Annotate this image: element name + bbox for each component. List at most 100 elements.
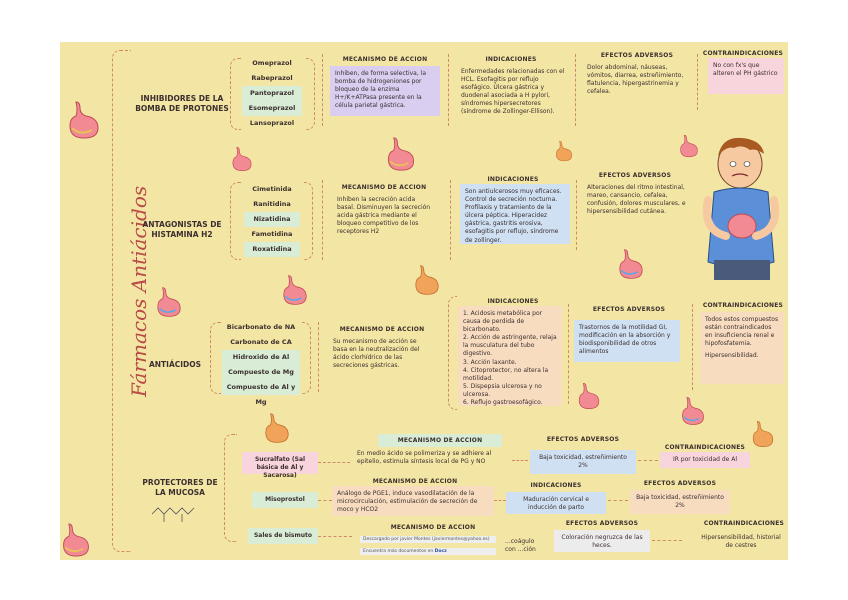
drug-item: Carbonato de CA <box>230 338 292 346</box>
ibp-title: INHIBIDORES DE LA BOMBA DE PROTONES <box>135 94 229 113</box>
indicacion-item: 2. Acción de astringente, relaja la musc… <box>463 334 557 358</box>
download-credit-line2: Encuentra más documentos en Docz <box>360 548 496 555</box>
ibp-contra-box: No con fx's que alteren el PH gástrico <box>708 58 784 94</box>
h2-efectos-box: Alteraciones del ritmo intestinal, mareo… <box>587 184 686 216</box>
drug-item: Bicarbonato de NA <box>226 323 296 331</box>
drug-item: Roxatidina <box>244 242 300 257</box>
h2-title: ANTAGONISTAS DE HISTAMINA H2 <box>142 220 222 239</box>
antiacidos-drugs-brace <box>210 322 221 394</box>
divider <box>318 322 319 392</box>
credit-line2: Encuentra más documentos en <box>363 549 434 554</box>
h2-indicaciones-box: Son antiulcerosos muy eficaces. Control … <box>460 184 570 244</box>
protectores-title: PROTECTORES DE LA MUCOSA <box>142 478 218 497</box>
drug-item: Cimetinida <box>252 185 292 193</box>
antiacidos-contra-box: Todos estos compuestos están contraindic… <box>700 312 784 384</box>
divider <box>568 304 569 404</box>
misoprostol-efectos-box: Baja toxicidad, estreñimiento 2% <box>630 490 730 514</box>
protectores-brace <box>224 434 237 542</box>
divider <box>450 180 451 260</box>
contra-text: Todos estos compuestos están contraindic… <box>705 316 779 348</box>
stomach-icon <box>682 397 704 425</box>
h2-drugs-brace-right <box>304 182 313 260</box>
misoprostol-indicaciones-box: Maduración cervical e inducción de parto <box>506 492 606 514</box>
antiacidos-indicaciones-box: 1. Acidosis metabólica por causa de perd… <box>458 306 562 406</box>
misoprostol-mecanismo-box: Análogo de PGE1, induce vasodilatación d… <box>332 486 494 516</box>
stomach-icon <box>283 275 307 305</box>
indicacion-item: 5. Dispepsia ulcerosa y no ulcerosa. <box>463 382 542 398</box>
ibp-mecanismo-box: Inhiben, de forma selectiva, la bomba de… <box>330 66 440 116</box>
antiacidos-ind-brace <box>448 296 457 410</box>
bismuto-mecanismo-header: MECANISMO DE ACCION <box>390 524 476 531</box>
sucralfato-contra-header: CONTRAINDICACIONES <box>664 444 746 451</box>
misoprostol-mecanismo-header: MECANISMO DE ACCION <box>372 478 458 485</box>
bismuto-mecanismo-box: ...coágulo con ...ción <box>505 538 536 554</box>
drug-item: Hidroxido de Al <box>222 350 300 365</box>
stomach-icon <box>157 287 181 317</box>
sucralfato-drug: Sucralfato (Sal básica de Al y Sacarosa) <box>242 452 318 479</box>
antiacidos-title: ANTIÁCIDOS <box>148 360 202 369</box>
indicacion-item: 6. Reflujo gastroesofágico. <box>463 399 543 407</box>
ibp-contra-header: CONTRAINDICACIONES <box>702 50 784 57</box>
drug-item: Rabeprazol <box>251 74 293 82</box>
connector <box>652 540 682 541</box>
credit-line1: Descargado por javier Montes (javiermont… <box>363 537 490 542</box>
misoprostol-efectos-header: EFECTOS ADVERSOS <box>643 480 717 487</box>
h2-drugs-brace <box>230 182 241 260</box>
h2-drug-list: Cimetinida Ranitidina Nizatidina Famotid… <box>244 182 300 257</box>
h2-mecanismo-header: MECANISMO DE ACCION <box>341 184 427 191</box>
ibp-indicaciones-header: INDICACIONES <box>485 56 537 63</box>
stomach-icon <box>69 101 99 139</box>
stomach-icon <box>232 146 252 172</box>
stomach-icon <box>415 265 439 295</box>
antiacidos-efectos-header: EFECTOS ADVERSOS <box>592 306 666 313</box>
ibp-efectos-box: Dolor abdominal, náuseas, vómitos, diarr… <box>587 64 684 96</box>
bismuto-contra-box: Hipersensibilidad, historial de cestres <box>701 534 781 550</box>
bismuto-efectos-box: Coloración negruzca de las heces. <box>554 530 650 552</box>
bismuto-contra-header: CONTRAINDICACIONES <box>703 520 785 527</box>
stomach-icon <box>578 383 600 409</box>
drug-item: Omeprazol <box>252 59 292 67</box>
drug-item: Esomeprazol <box>242 101 302 116</box>
drug-item: Compuesto de Al y Mg <box>222 380 300 406</box>
bismuto-efectos-header: EFECTOS ADVERSOS <box>565 520 639 527</box>
antiacidos-drugs-brace-right <box>302 322 311 394</box>
bismuto-drug: Sales de bismuto <box>248 528 318 544</box>
docz-logo[interactable]: Docz <box>434 549 447 554</box>
connector <box>512 460 528 461</box>
connector <box>318 500 332 501</box>
antiacidos-mecanismo-header: MECANISMO DE ACCION <box>339 326 425 333</box>
contra-text: Hipersensibilidad. <box>705 352 759 360</box>
stomach-icon <box>556 140 572 162</box>
drug-item: Famotidina <box>251 230 293 238</box>
ibp-drug-list: Omeprazol Rabeprazol Pantoprazol Esomepr… <box>242 56 302 131</box>
h2-efectos-header: EFECTOS ADVERSOS <box>598 172 672 179</box>
divider <box>448 54 449 126</box>
connector <box>608 500 628 501</box>
connector <box>494 500 506 501</box>
drug-item: Lansoprazol <box>249 119 295 127</box>
divider <box>697 54 698 110</box>
connector <box>318 462 350 463</box>
stomach-icon <box>265 413 289 443</box>
connector <box>638 460 658 461</box>
divider <box>692 304 693 390</box>
ibp-mecanismo-header: MECANISMO DE ACCION <box>342 56 428 63</box>
document-sheet: Fármacos Antiácidos INHIBIDORES DE LA BO… <box>60 42 788 560</box>
stomach-icon <box>752 421 774 447</box>
misoprostol-indicaciones-header: INDICACIONES <box>530 482 582 489</box>
ibp-drugs-brace-right <box>306 58 315 130</box>
drug-item: Ranitidina <box>253 200 291 208</box>
antiacidos-efectos-box: Trastornos de la motilidad GI, modificac… <box>574 320 680 362</box>
patient-illustration <box>702 137 780 280</box>
drug-item: Pantoprazol <box>242 86 302 101</box>
misoprostol-drug: Misoprostol <box>252 492 318 508</box>
h2-mecanismo-box: Inhiben la secreción acida basal. Dismin… <box>337 196 431 236</box>
antiacidos-mecanismo-box: Su mecanismo de acción se basa en la neu… <box>333 338 420 370</box>
stomach-icon <box>619 249 643 279</box>
sucralfato-efectos-box: Baja toxicidad, estreñimiento 2% <box>530 450 636 474</box>
sucralfato-efectos-header: EFECTOS ADVERSOS <box>546 436 620 443</box>
antiacidos-contra-header: CONTRAINDICACIONES <box>702 302 784 309</box>
antiacidos-drug-list: Bicarbonato de NA Carbonato de CA Hidrox… <box>222 320 300 406</box>
connector <box>318 536 352 537</box>
divider <box>322 180 323 260</box>
